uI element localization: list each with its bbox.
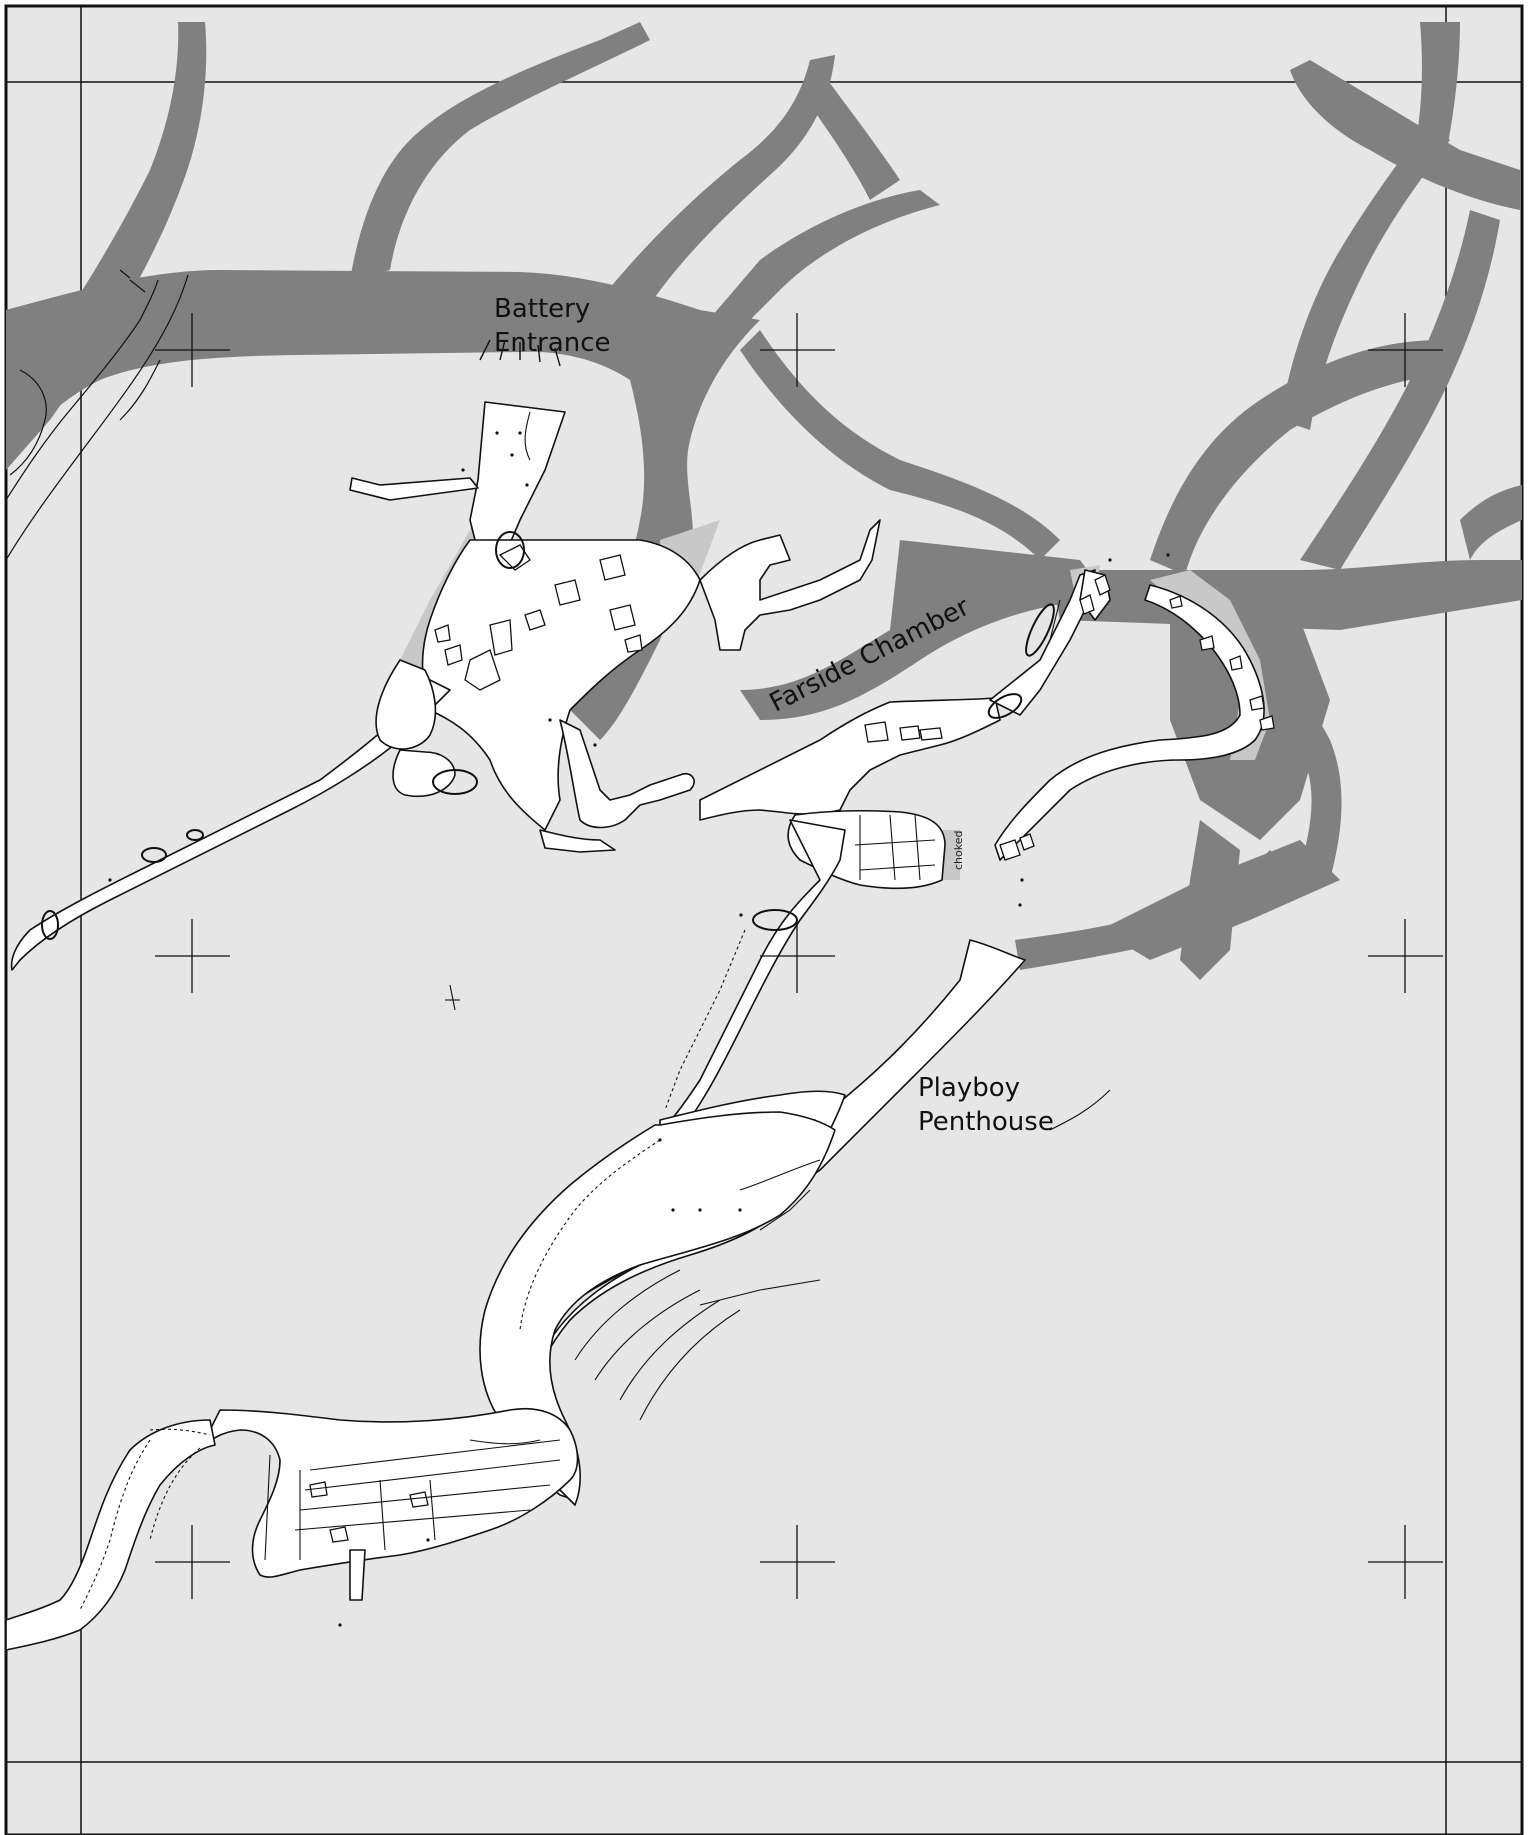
south-branch-2 [539,829,616,853]
sw-exit-passage [5,1419,216,1651]
battery-side-passage [349,477,479,501]
playboy-penthouse-label: Playboy Penthouse [918,1071,1054,1139]
outline-lines [5,269,189,561]
battery-entrance-label-line1: Battery [494,294,591,324]
west-long-passage [10,679,451,971]
playboy-penthouse-label-line1: Playboy [918,1073,1021,1103]
boulders [309,544,1275,1543]
south-spur [349,1549,366,1601]
south-chamber [199,1407,579,1578]
meander-passage-main [479,1111,836,1506]
station-marks [108,431,1170,1627]
grid-crosses [155,313,1443,1599]
west-lobe [375,659,437,750]
choked-label: choked [952,830,965,870]
detail-lines [79,339,1111,1611]
upper-side-passage [699,519,881,651]
battery-entrance-label-line2: Entrance [494,328,611,358]
battery-entrance-label: Battery Entrance [494,292,611,360]
playboy-penthouse-label-line2: Penthouse [918,1107,1054,1137]
south-branch [559,719,695,829]
